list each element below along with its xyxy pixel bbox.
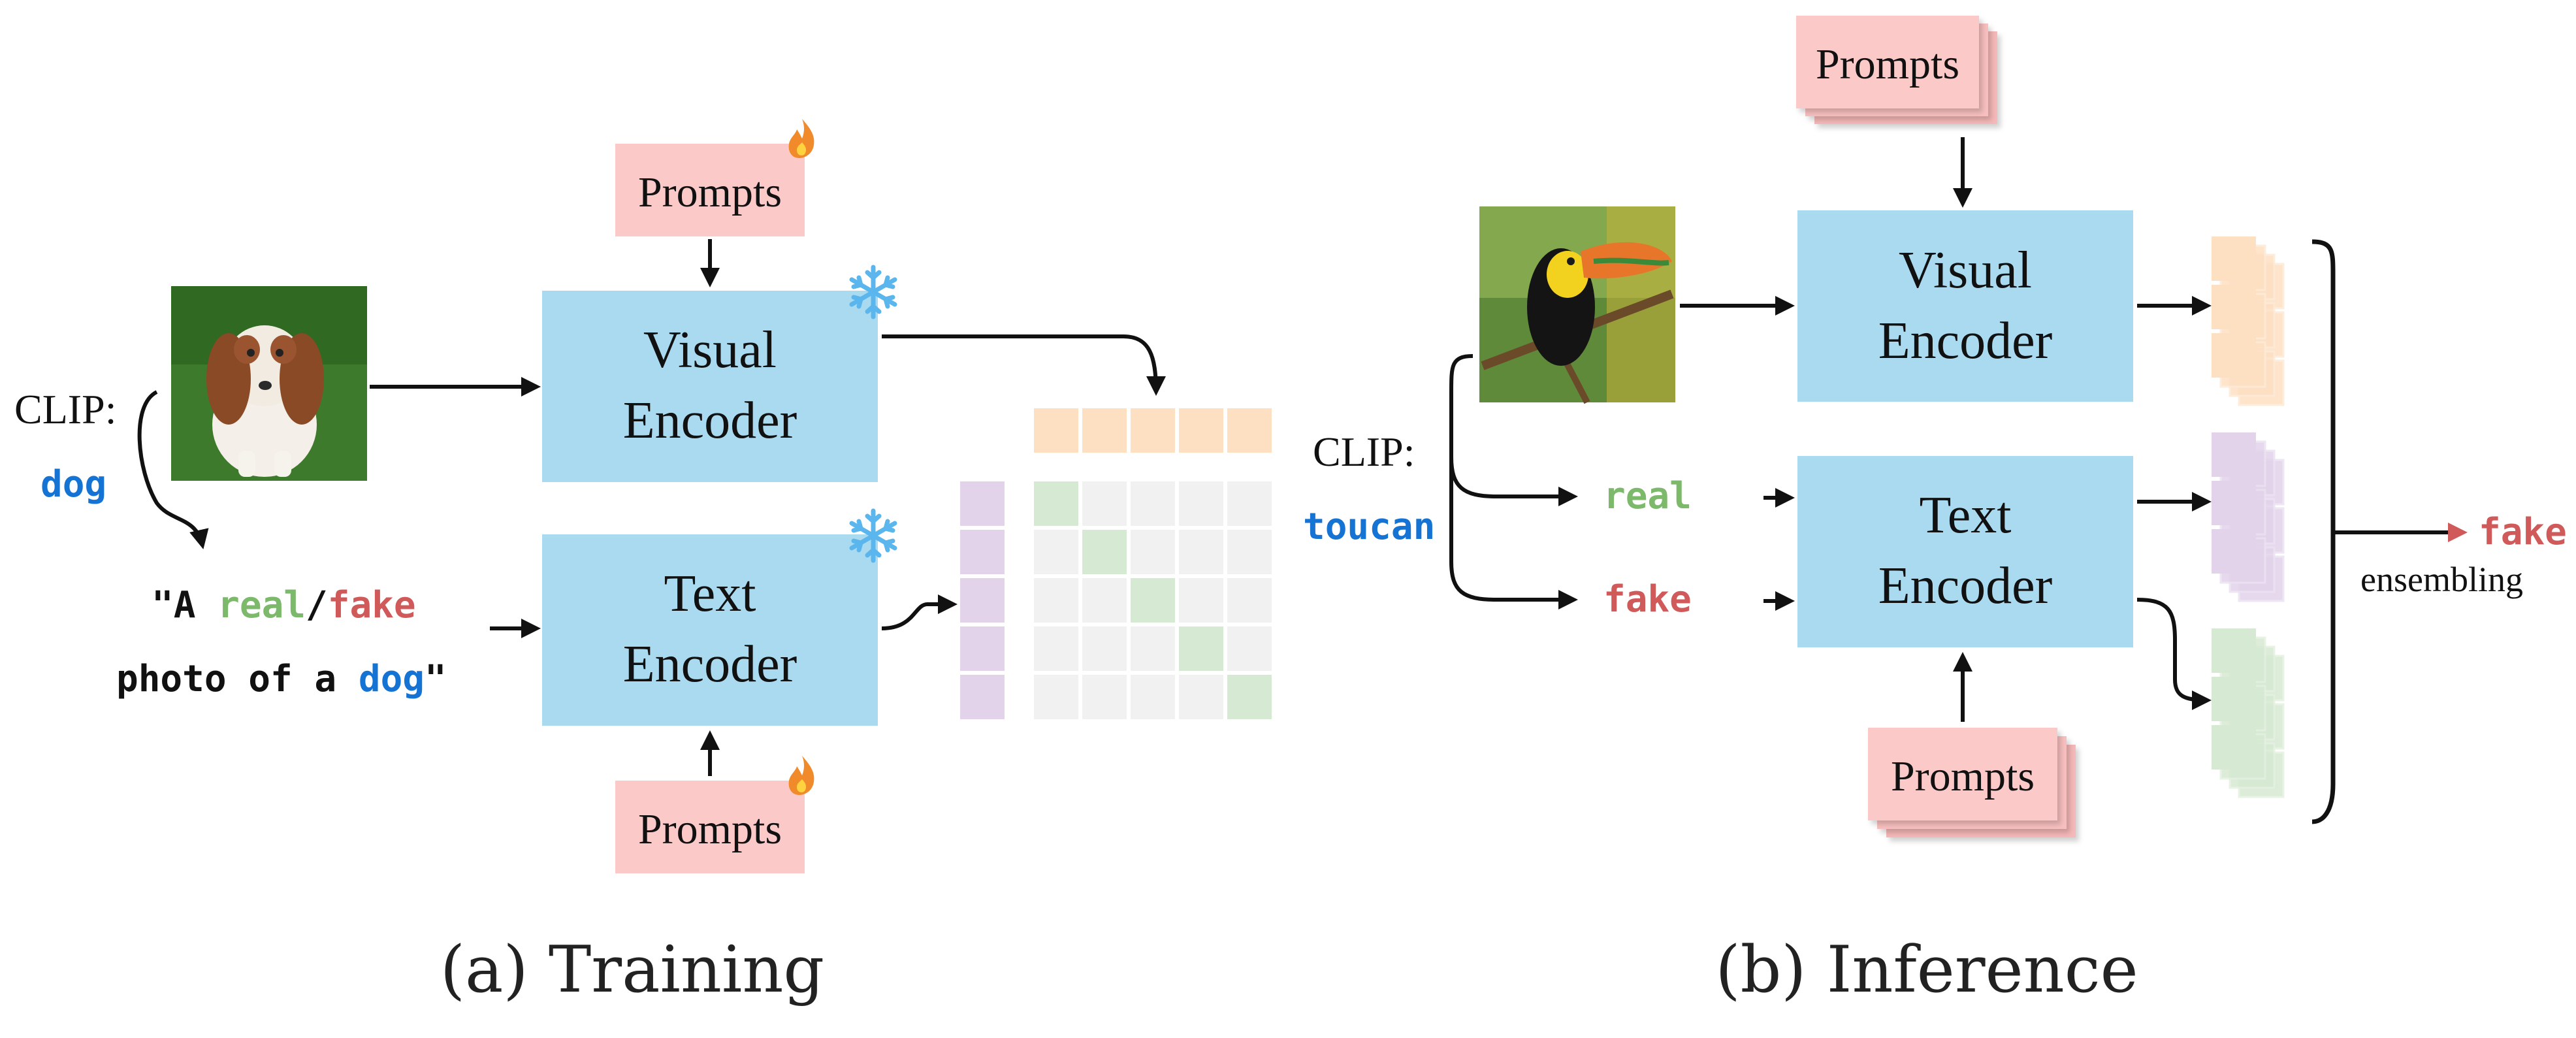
feature-cell <box>2212 285 2256 329</box>
class-name-toucan: toucan <box>1303 506 1435 548</box>
snowflake-icon <box>849 265 897 319</box>
feature-cell <box>2212 529 2256 574</box>
matrix-cell <box>1131 530 1175 574</box>
text-feature-column <box>960 481 1005 719</box>
visual-encoder-label-1: Visual <box>643 321 777 379</box>
clip-label: CLIP: <box>14 386 116 432</box>
prompts-box-top <box>615 144 805 236</box>
prompts-label-bottom: Prompts <box>1891 753 2035 800</box>
visual-encoder-label-2: Encoder <box>623 392 797 449</box>
matrix-cell <box>1082 626 1127 671</box>
prompts-label-top: Prompts <box>638 169 782 216</box>
prompts-label-top: Prompts <box>1816 41 1959 88</box>
feature-cell <box>2212 725 2256 770</box>
matrix-cell <box>1227 481 1272 526</box>
matrix-cell <box>1131 626 1175 671</box>
text-to-fake-features-arrow <box>2136 598 2212 710</box>
flame-icon <box>788 119 814 158</box>
matrix-cell <box>1131 481 1175 526</box>
prompts-stack-top <box>1796 16 1997 124</box>
visual-encoder-label-2: Encoder <box>1878 312 2053 370</box>
dog-image <box>171 286 367 481</box>
visual-to-matrix-arrow <box>882 334 1166 396</box>
real-label: real <box>1603 475 1692 517</box>
visual-encoder-box <box>542 291 878 482</box>
matrix-cell <box>1179 481 1223 526</box>
snowflake-icon <box>849 508 897 563</box>
feature-cell <box>2212 432 2256 477</box>
clip-to-template-arrow <box>137 390 209 549</box>
matrix-cell-match <box>1131 578 1175 623</box>
text-encoder-label-1: Text <box>1919 487 2011 544</box>
feature-cell <box>2212 677 2256 721</box>
matrix-cell <box>1227 530 1272 574</box>
real-text-feature-stack <box>2212 432 2285 602</box>
feature-cell <box>2212 628 2256 673</box>
matrix-cell <box>1034 530 1078 574</box>
training-panel: CLIP: dog "A real/fake photo of a dog" P… <box>14 119 1272 873</box>
feature-cell <box>2212 333 2256 378</box>
clip-to-real-arrow <box>1449 457 1578 506</box>
feature-cell <box>2212 481 2256 525</box>
fake-label: fake <box>1603 578 1692 621</box>
clip-to-fake-arrow <box>1449 354 1578 609</box>
matrix-cell <box>1227 626 1272 671</box>
matrix-cell <box>1179 578 1223 623</box>
matrix-cell <box>1082 675 1127 719</box>
matrix-cell <box>1034 578 1078 623</box>
prompts-box-bottom <box>615 781 805 873</box>
text-encoder-label-1: Text <box>664 565 756 623</box>
text-encoder-box <box>1797 456 2133 647</box>
caption-training: (a) Training <box>440 933 824 1007</box>
matrix-cell <box>1082 578 1127 623</box>
text-encoder-box <box>542 534 878 726</box>
visual-feature-row <box>1034 408 1272 453</box>
ensemble-bracket <box>2311 239 2336 824</box>
clip-label: CLIP: <box>1313 429 1415 475</box>
matrix-cell-match <box>1082 530 1127 574</box>
class-name-dog: dog <box>40 463 106 506</box>
flame-icon <box>788 756 814 795</box>
matrix-cell <box>1034 675 1078 719</box>
toucan-image <box>1479 206 1675 404</box>
text-encoder-label-2: Encoder <box>1878 557 2053 615</box>
prompt-template-line1: "A real/fake <box>152 584 416 626</box>
matrix-cell <box>1227 578 1272 623</box>
matrix-cell <box>1131 675 1175 719</box>
visual-feature-stack <box>2212 236 2285 406</box>
text-encoder-label-2: Encoder <box>623 636 797 693</box>
matrix-cell <box>1179 675 1223 719</box>
prompts-stack-bottom <box>1868 728 2076 837</box>
visual-encoder-label-1: Visual <box>1899 242 2032 299</box>
matrix-cell <box>1034 626 1078 671</box>
visual-encoder-box <box>1797 210 2133 402</box>
matrix-cell-match <box>1034 481 1078 526</box>
caption-inference: (b) Inference <box>1715 933 2138 1007</box>
text-to-matrix-arrow <box>881 594 958 630</box>
matrix-cell <box>1082 481 1127 526</box>
matrix-cell <box>1179 530 1223 574</box>
output-fake-label: fake <box>2479 511 2567 553</box>
ensembling-label: ensembling <box>2360 560 2523 599</box>
matrix-cell-match <box>1179 626 1223 671</box>
similarity-matrix <box>1034 481 1272 719</box>
fake-text-feature-stack <box>2212 628 2285 798</box>
matrix-cell-match <box>1227 675 1272 719</box>
feature-cell <box>2212 236 2256 281</box>
prompt-template-line2: photo of a dog" <box>116 658 447 700</box>
prompts-label-bottom: Prompts <box>638 805 782 853</box>
inference-panel: CLIP: toucan real fake Prompts Visual En… <box>1303 16 2567 837</box>
